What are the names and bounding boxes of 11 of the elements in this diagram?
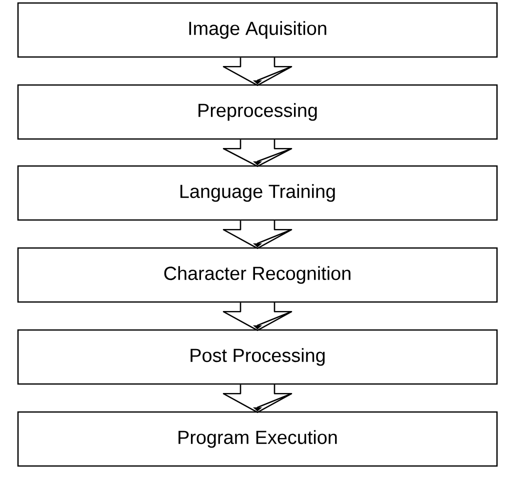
block-arrow	[222, 138, 292, 167]
process-box: Program Execution	[17, 411, 498, 467]
block-arrow	[222, 302, 292, 331]
process-box: Character Recognition	[17, 247, 498, 303]
process-box: Image Aquisition	[17, 2, 498, 58]
block-arrow	[222, 57, 292, 86]
block-arrow	[222, 220, 292, 249]
process-box: Language Training	[17, 165, 498, 221]
block-arrow	[222, 384, 292, 413]
process-box: Post Processing	[17, 329, 498, 385]
process-box: Preprocessing	[17, 84, 498, 140]
